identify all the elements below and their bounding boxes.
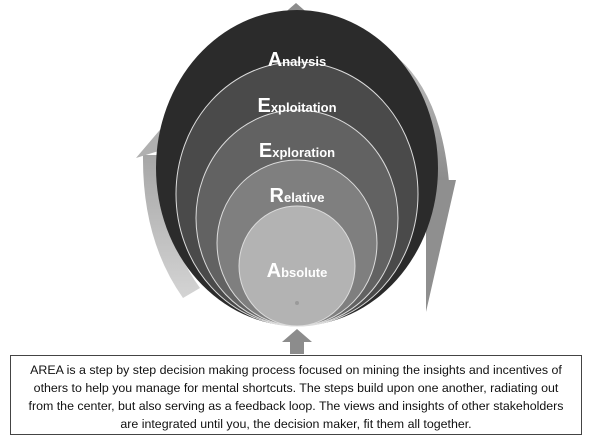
- caption-box: AREA is a step by step decision making p…: [10, 355, 582, 435]
- layer-label-relative: Relative: [270, 185, 325, 207]
- layer-absolute: [238, 205, 356, 327]
- caption-text: AREA is a step by step decision making p…: [28, 363, 564, 431]
- up-arrow-icon: [282, 329, 312, 354]
- center-dot: [295, 301, 299, 305]
- layer-label-exploration: Exploration: [259, 140, 335, 162]
- layer-label-exploitation: Exploitation: [257, 95, 336, 117]
- layer-label-absolute: Absolute: [267, 260, 328, 282]
- layer-label-analysis: Analysis: [268, 49, 327, 71]
